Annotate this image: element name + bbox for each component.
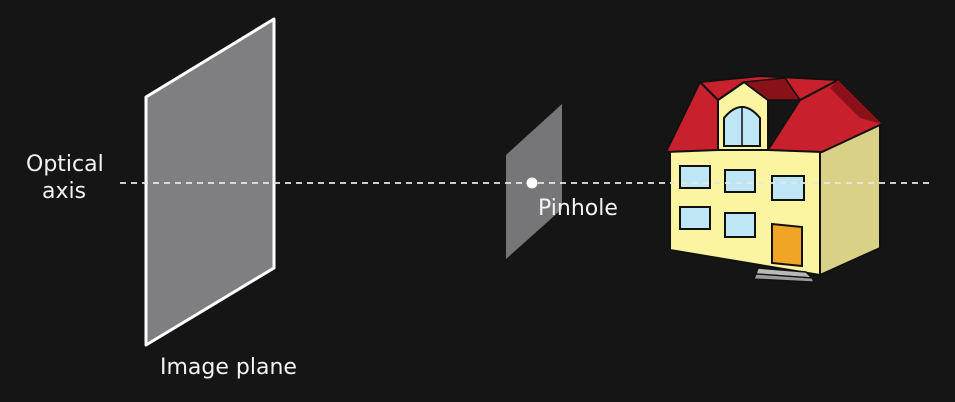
pinhole-dot: [526, 177, 538, 189]
image-plane: [144, 17, 276, 347]
pinhole-label: Pinhole: [538, 196, 618, 221]
house-icon: [665, 75, 883, 283]
image-plane-label: Image plane: [160, 355, 297, 380]
optical-axis-label-line2: axis: [42, 179, 87, 204]
optical-axis-label: Optical axis: [26, 151, 126, 205]
optical-axis-label-line1: Optical: [26, 152, 104, 177]
